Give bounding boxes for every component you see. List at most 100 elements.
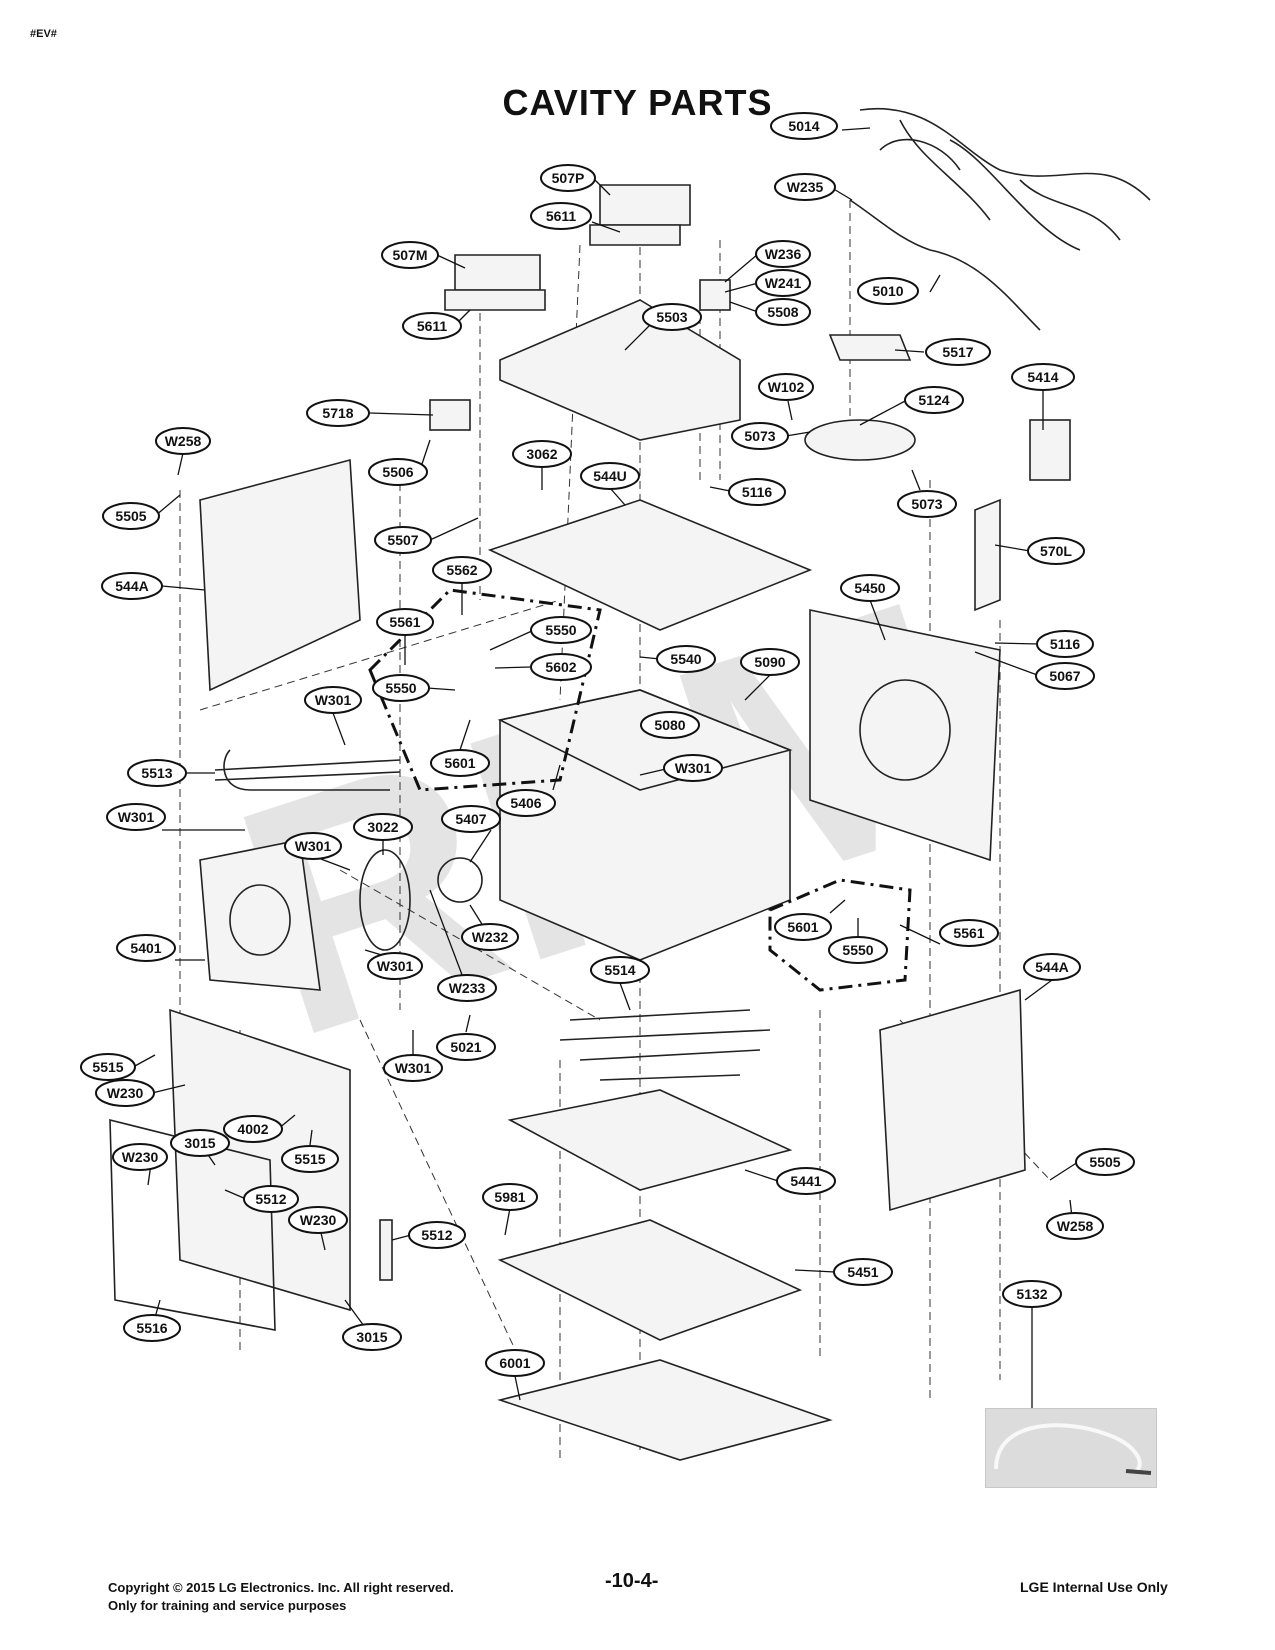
callout-W301-c: W301	[106, 803, 166, 831]
svg-text:5021: 5021	[450, 1039, 481, 1055]
svg-text:5450: 5450	[854, 580, 885, 596]
svg-text:5611: 5611	[546, 208, 577, 224]
callout-3015-a: 3015	[170, 1129, 230, 1157]
callout-5611-a: 5611	[530, 202, 592, 230]
callout-5441: 5441	[776, 1167, 836, 1195]
callout-5067: 5067	[1035, 662, 1095, 690]
callout-5503: 5503	[642, 303, 702, 331]
copyright-line-2: Only for training and service purposes	[108, 1598, 347, 1613]
svg-text:5124: 5124	[918, 392, 949, 408]
callout-W230-b: W230	[112, 1143, 168, 1171]
callout-5451: 5451	[833, 1258, 893, 1286]
svg-text:5550: 5550	[545, 622, 576, 638]
svg-text:5601: 5601	[444, 755, 475, 771]
callout-6001: 6001	[485, 1349, 545, 1377]
svg-text:5132: 5132	[1016, 1286, 1047, 1302]
svg-text:3022: 3022	[367, 819, 398, 835]
callout-5021: 5021	[436, 1033, 496, 1061]
svg-text:5601: 5601	[787, 919, 818, 935]
svg-text:5506: 5506	[382, 464, 413, 480]
callout-5550-a: 5550	[530, 616, 592, 644]
callout-5014: 5014	[770, 112, 838, 140]
svg-text:544A: 544A	[115, 578, 148, 594]
callout-W301-a: W301	[304, 686, 362, 714]
callout-W258-a: W258	[155, 427, 211, 455]
callout-5090: 5090	[740, 648, 800, 676]
svg-text:5073: 5073	[911, 496, 942, 512]
svg-text:W301: W301	[395, 1060, 432, 1076]
svg-text:5406: 5406	[510, 795, 541, 811]
callout-5540: 5540	[656, 645, 716, 673]
callout-5508: 5508	[755, 298, 811, 326]
callout-W235: W235	[774, 173, 836, 201]
callout-5516: 5516	[123, 1314, 181, 1342]
callout-W233: W233	[437, 974, 497, 1002]
svg-text:507P: 507P	[552, 170, 585, 186]
page-number: -10-4-	[605, 1570, 659, 1592]
svg-text:5505: 5505	[115, 508, 146, 524]
callout-5561-a: 5561	[376, 608, 434, 636]
svg-text:W301: W301	[377, 958, 414, 974]
svg-text:5561: 5561	[953, 925, 984, 941]
svg-text:W230: W230	[122, 1149, 159, 1165]
svg-text:5407: 5407	[455, 811, 486, 827]
svg-text:5981: 5981	[494, 1189, 525, 1205]
callout-W230-c: W230	[288, 1206, 348, 1234]
document-tag: #EV#	[30, 28, 57, 40]
callout-5073-a: 5073	[731, 422, 789, 450]
callout-5517: 5517	[925, 338, 991, 366]
copyright-line-1: Copyright © 2015 LG Electronics. Inc. Al…	[108, 1580, 454, 1595]
callout-5116-a: 5116	[728, 478, 786, 506]
callout-3022: 3022	[353, 813, 413, 841]
svg-text:5414: 5414	[1027, 369, 1058, 385]
svg-text:5401: 5401	[130, 940, 161, 956]
callout-5406: 5406	[496, 789, 556, 817]
svg-text:6001: 6001	[499, 1355, 530, 1371]
callout-5507: 5507	[374, 526, 432, 554]
callout-W301-f: W301	[383, 1054, 443, 1082]
svg-text:5116: 5116	[742, 484, 773, 500]
callout-W258-b: W258	[1046, 1212, 1104, 1240]
svg-text:507M: 507M	[392, 247, 427, 263]
svg-text:5508: 5508	[767, 304, 798, 320]
callout-5718: 5718	[306, 399, 370, 427]
callout-544A-a: 544A	[101, 572, 163, 600]
callout-5116-b: 5116	[1036, 630, 1094, 658]
callout-5505-b: 5505	[1075, 1148, 1135, 1176]
svg-text:5073: 5073	[744, 428, 775, 444]
callout-507M: 507M	[381, 241, 439, 269]
svg-text:5014: 5014	[788, 118, 819, 134]
callout-5073-b: 5073	[897, 490, 957, 518]
svg-text:5116: 5116	[1050, 636, 1081, 652]
callout-W301-b: W301	[663, 754, 723, 782]
svg-text:W232: W232	[472, 929, 509, 945]
svg-text:5505: 5505	[1089, 1154, 1120, 1170]
callout-bubbles: 5014 507P W235 5611 W236 507M W241 5010 …	[80, 112, 1135, 1377]
svg-text:5010: 5010	[872, 283, 903, 299]
callout-5513: 5513	[127, 759, 187, 787]
callout-W232: W232	[461, 923, 519, 951]
callout-3015-b: 3015	[342, 1323, 402, 1351]
svg-text:5503: 5503	[656, 309, 687, 325]
callout-5512-a: 5512	[243, 1185, 299, 1213]
svg-text:5514: 5514	[604, 962, 635, 978]
callout-5124: 5124	[904, 386, 964, 414]
svg-text:5067: 5067	[1049, 668, 1080, 684]
svg-text:5602: 5602	[545, 659, 576, 675]
svg-text:5562: 5562	[446, 562, 477, 578]
callout-W301-d: W301	[284, 832, 342, 860]
callout-544U: 544U	[580, 462, 640, 490]
svg-text:W230: W230	[300, 1212, 337, 1228]
svg-text:5512: 5512	[255, 1191, 286, 1207]
callout-5407: 5407	[441, 805, 501, 833]
svg-text:W301: W301	[315, 692, 352, 708]
callout-W301-e: W301	[367, 952, 423, 980]
callout-W236: W236	[755, 240, 811, 268]
svg-text:5517: 5517	[942, 344, 973, 360]
svg-text:5540: 5540	[670, 651, 701, 667]
callout-5561-b: 5561	[939, 919, 999, 947]
svg-text:W258: W258	[1057, 1218, 1094, 1234]
svg-text:W230: W230	[107, 1085, 144, 1101]
callout-5414: 5414	[1011, 363, 1075, 391]
